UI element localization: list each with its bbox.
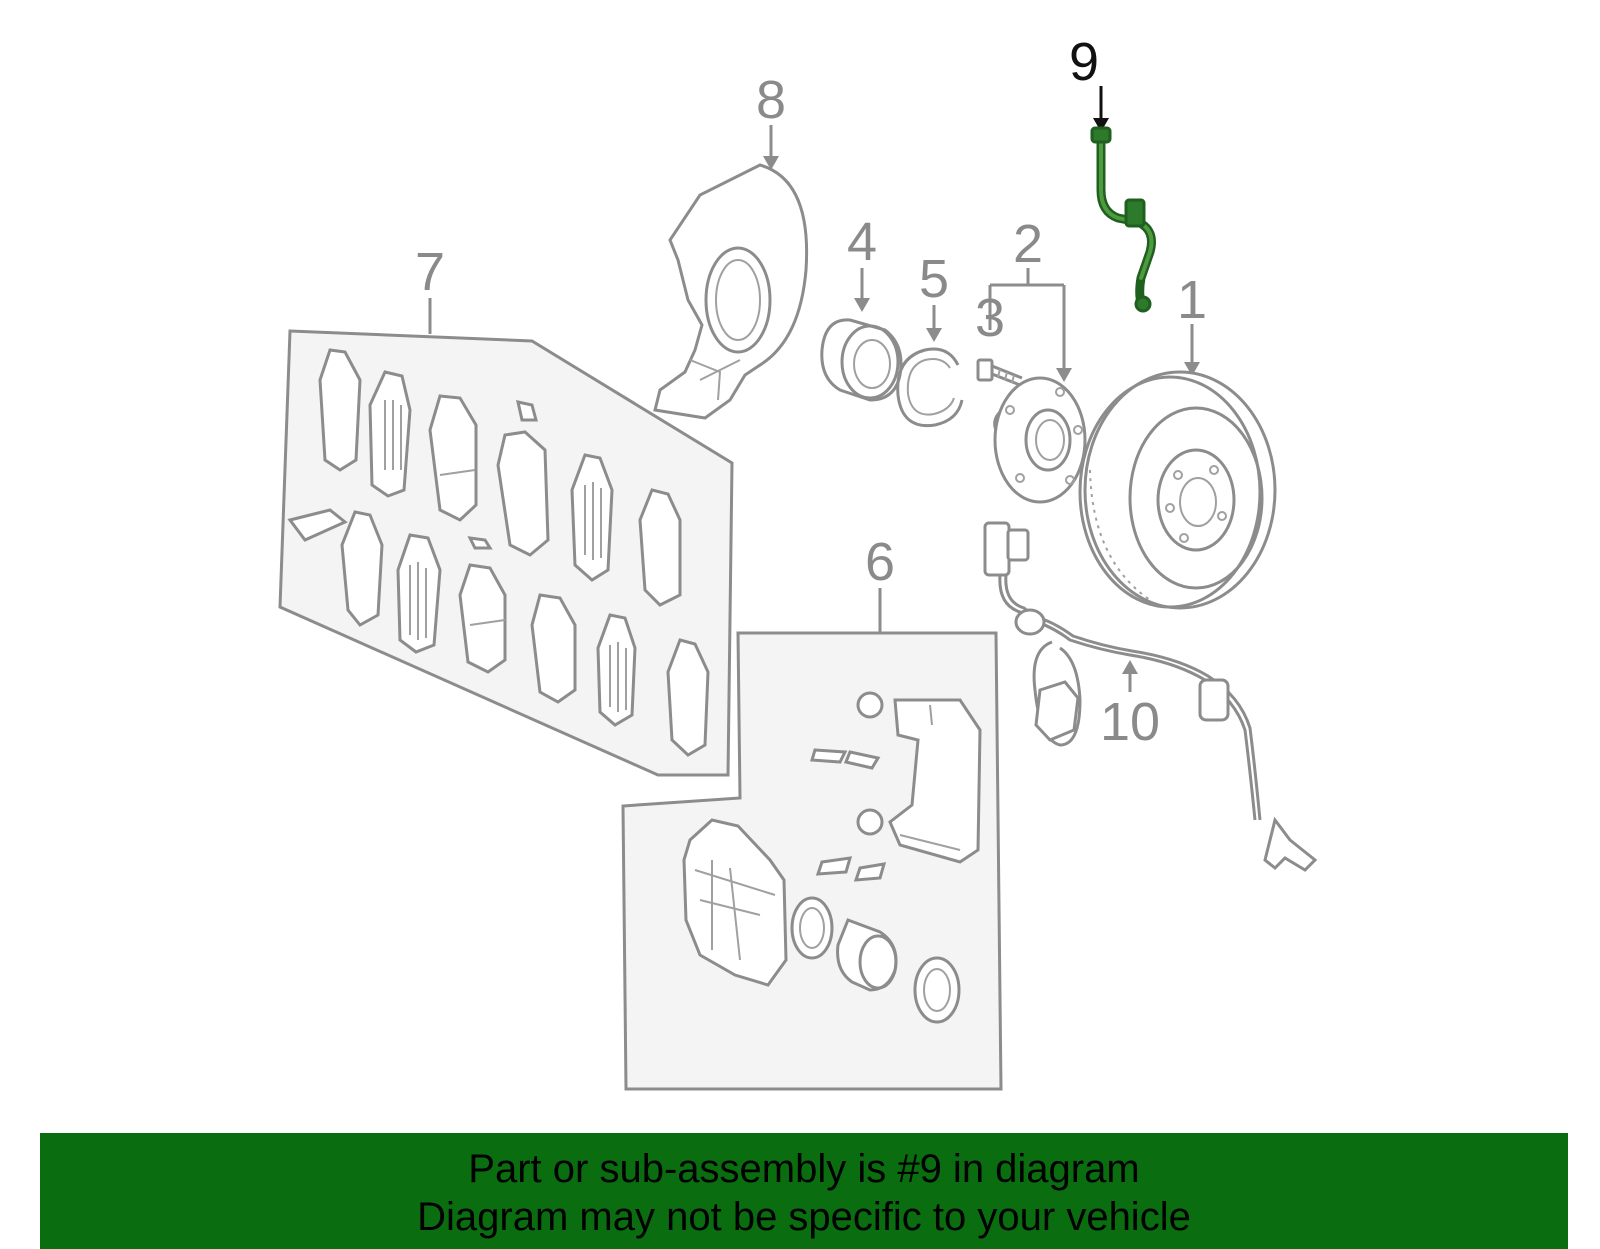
leader-10-arrow: [1122, 660, 1138, 674]
hub-bolt-part-3[interactable]: [976, 358, 1023, 387]
wheel-hub-part-2[interactable]: [993, 376, 1087, 504]
brake-hose-part-9[interactable]: [1090, 126, 1156, 313]
banner-line-2: Diagram may not be specific to your vehi…: [417, 1195, 1191, 1239]
callout-6[interactable]: 6: [865, 532, 895, 592]
callout-4[interactable]: 4: [847, 212, 877, 272]
callout-10[interactable]: 10: [1100, 692, 1160, 752]
callout-9[interactable]: 9: [1069, 32, 1099, 92]
leader-8-arrow: [763, 156, 779, 170]
info-banner: Part or sub-assembly is #9 in diagram Di…: [40, 1133, 1568, 1249]
wheel-bearing-part-4[interactable]: [820, 318, 903, 402]
brake-rotor-part-1[interactable]: [1078, 370, 1277, 610]
pad-kit-panel-part-7[interactable]: [278, 329, 734, 777]
leader-2: [988, 268, 1066, 370]
callout-5[interactable]: 5: [919, 249, 949, 309]
callout-8[interactable]: 8: [756, 70, 786, 130]
abs-sensor-part-10[interactable]: [983, 521, 1318, 872]
leader-2-arrow: [1056, 368, 1072, 382]
splash-shield-part-8[interactable]: [653, 163, 809, 420]
banner-line-1: Part or sub-assembly is #9 in diagram: [468, 1147, 1140, 1191]
caliper-kit-panel-part-6[interactable]: [621, 631, 1003, 1091]
snap-ring-part-5[interactable]: [896, 347, 964, 428]
callout-3[interactable]: 3: [975, 288, 1005, 348]
leader-5-arrow: [926, 328, 942, 342]
callout-2[interactable]: 2: [1013, 214, 1043, 274]
callout-7[interactable]: 7: [415, 242, 445, 302]
leader-4-arrow: [854, 298, 870, 312]
leader-1-arrow: [1184, 362, 1200, 376]
leader-9-arrow: [1093, 118, 1109, 132]
callout-1[interactable]: 1: [1177, 270, 1207, 330]
